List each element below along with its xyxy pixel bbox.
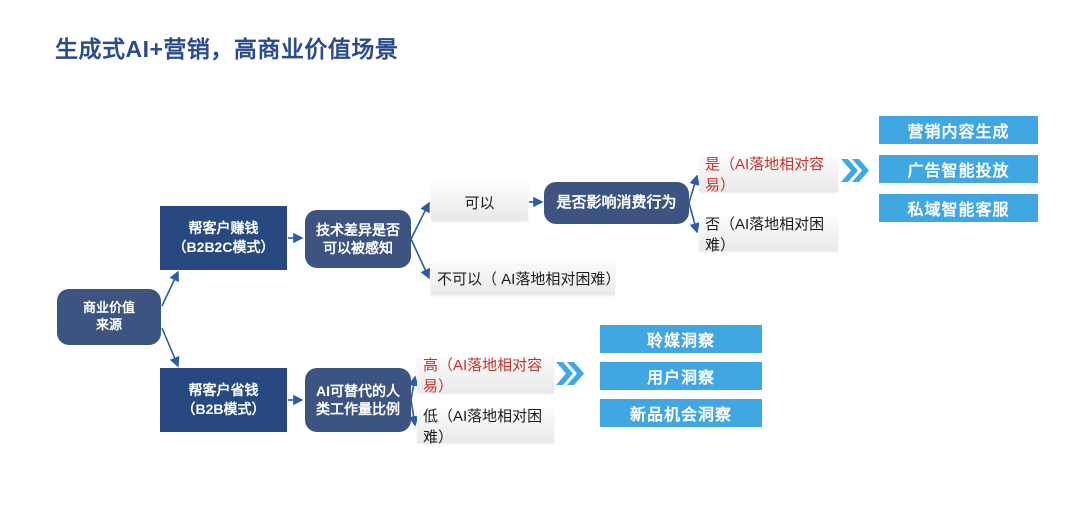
node-affect-consumer-behavior: 是否影响消费行为	[544, 182, 689, 224]
outcome-marketing-content-generation: 营销内容生成	[879, 116, 1038, 144]
outcome-private-domain-smart-service: 私域智能客服	[879, 194, 1038, 222]
answer-no-hard: 否（AI落地相对困难）	[699, 216, 838, 254]
page-title: 生成式AI+营销，高商业价值场景	[55, 36, 399, 62]
answer-can: 可以	[431, 183, 528, 221]
answer-cannot: 不可以（ AI落地相对困难）	[431, 261, 620, 295]
answer-low-hard: 低（AI落地相对困难）	[417, 408, 554, 446]
outcome-user-insight: 用户洞察	[600, 362, 762, 390]
double-chevron-icon	[841, 159, 869, 182]
node-business-value-source: 商业价值 来源	[57, 289, 161, 345]
node-help-clients-save: 帮客户省钱 （B2B模式）	[160, 368, 287, 432]
outcome-media-listening-insight: 聆媒洞察	[600, 325, 762, 353]
answer-yes-easy: 是（AI落地相对容易）	[699, 156, 838, 194]
double-chevron-icon	[556, 362, 584, 385]
outcome-new-product-opportunity-insight: 新品机会洞察	[600, 399, 762, 427]
node-ai-replaceable-workload: AI可替代的人 类工作量比例	[305, 368, 411, 432]
answer-high-easy: 高（AI落地相对容易）	[417, 357, 554, 395]
node-help-clients-earn: 帮客户赚钱 （B2B2C模式）	[160, 206, 287, 270]
node-tech-difference-perceivable: 技术差异是否 可以被感知	[305, 210, 411, 268]
outcome-smart-ad-placement: 广告智能投放	[879, 155, 1038, 183]
